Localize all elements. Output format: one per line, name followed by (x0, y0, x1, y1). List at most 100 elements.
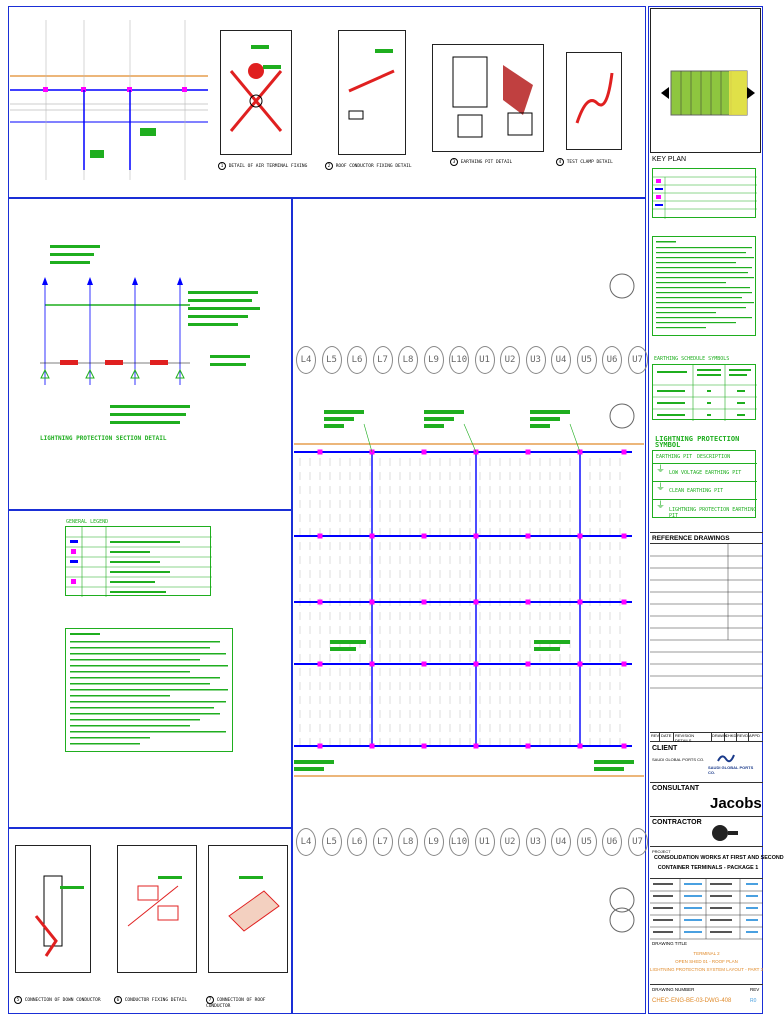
detail-title-4: TEST CLAMP DETAIL (566, 160, 613, 165)
grid-bottom-u7: U7 (627, 828, 648, 856)
legend-table: EARTHING PIT DESCRIPTION ⏚ LOW VOLTAGE E… (652, 450, 757, 519)
air-terminal-marker (577, 599, 583, 605)
approved-col: APPD (749, 733, 760, 738)
detail-box-conductor-fixing (117, 845, 197, 973)
detail-caption-4: 4 TEST CLAMP DETAIL (556, 158, 613, 166)
legend-notes-frame (8, 510, 292, 828)
detail-caption-5: 5 CONNECTION OF DOWN CONDUCTOR (14, 996, 114, 1004)
air-terminal-marker (473, 599, 479, 605)
air-terminal-marker (317, 533, 323, 539)
detail-box-earth-pit (432, 44, 544, 152)
air-terminal-marker (421, 743, 427, 749)
key-plan-box (650, 8, 761, 153)
air-terminal-marker (369, 599, 375, 605)
grid-top-u3: U3 (525, 346, 546, 374)
grid-top-l9: L9 (423, 346, 444, 374)
general-notes-lines (70, 633, 228, 745)
client-label: CLIENT (652, 745, 678, 752)
section-drawing (40, 245, 260, 424)
detail-caption-1: 1 DETAIL OF AIR TERMINAL FIXING (218, 162, 307, 170)
grid-top-l4: L4 (296, 346, 316, 374)
detail-num-1: 1 (218, 162, 226, 170)
legend-row-1: ⏚ LOW VOLTAGE EARTHING PIT (653, 463, 757, 481)
grid-bottom-l8: L8 (398, 828, 418, 856)
reference-drawings-label: REFERENCE DRAWINGS (652, 535, 730, 542)
air-terminal-marker (317, 661, 323, 667)
legend-row-3: ⏚ LIGHTNING PROTECTION EARTHING PIT (653, 499, 757, 519)
project-title-1: CONSOLIDATION WORKS AT FIRST AND SECOND (654, 855, 784, 861)
detail-num-2: 2 (325, 162, 333, 170)
earthing-schedule-title: EARTHING SCHEDULE SYMBOLS (654, 356, 730, 362)
detail-title-5: CONNECTION OF DOWN CONDUCTOR (24, 998, 101, 1003)
earthing-schedule-grid (653, 176, 757, 219)
grid-bottom-l6: L6 (347, 828, 367, 856)
air-terminal-marker (369, 533, 375, 539)
drawing-info-grid (650, 879, 763, 940)
client-block: CLIENT SAUDI GLOBAL PORTS CO. SAUDI GLOB… (650, 743, 763, 783)
earthing-schedule-box (652, 168, 757, 219)
earth-pit-drawing (452, 56, 533, 138)
client-name: SAUDI GLOBAL PORTS CO. (652, 757, 705, 762)
detail-box-roof-conductor (338, 30, 406, 155)
air-terminal-drawing (229, 45, 283, 132)
detail-caption-2: 2 ROOF CONDUCTOR FIXING DETAIL (325, 162, 412, 170)
drawing-sheet: 1 DETAIL OF AIR TERMINAL FIXING 2 ROOF C… (8, 6, 784, 1014)
grid-bottom-u1: U1 (474, 828, 495, 856)
drawing-rev-label: REV (750, 987, 760, 992)
detail-num-7: 7 (206, 996, 214, 1004)
air-terminal-marker (317, 599, 323, 605)
notes-lines-right (656, 241, 754, 329)
checked-col: CHKD (725, 733, 737, 741)
detail-caption-3: 3 EARTHING PIT DETAIL (450, 158, 512, 166)
top-strip-frame (8, 6, 646, 198)
grid-bottom-l4: L4 (296, 828, 316, 856)
air-terminal-marker (525, 449, 531, 455)
section-frame (8, 198, 292, 510)
air-terminal-marker (421, 661, 427, 667)
detail-box-roof-connection (208, 845, 288, 973)
grid-bottom-l10: L10 (449, 828, 469, 856)
general-notes-box (65, 628, 233, 752)
grid-bottom-u2: U2 (500, 828, 520, 856)
grid-top-u4: U4 (551, 346, 571, 374)
air-terminal-marker (577, 661, 583, 667)
grid-bottom-l9: L9 (423, 828, 444, 856)
air-terminal-marker (369, 743, 375, 749)
detail-title-6: CONDUCTOR FIXING DETAIL (124, 998, 188, 1003)
down-conductor-drawing (34, 875, 84, 957)
detail-title-1: DETAIL OF AIR TERMINAL FIXING (228, 164, 308, 169)
air-terminal-marker (621, 661, 627, 667)
detail-box-test-clamp (566, 52, 622, 150)
project-label: PROJECT (652, 849, 671, 854)
reference-drawings-header: REFERENCE DRAWINGS (650, 532, 763, 544)
title-block-frame (648, 6, 763, 1014)
general-legend-title: GENERAL LEGEND (66, 519, 109, 525)
reviewed-col: REVD (737, 733, 749, 741)
date-col: DATE (660, 733, 674, 741)
air-terminal-marker (473, 743, 479, 749)
client-logo-icon (717, 754, 735, 763)
drawing-title-block: DRAWING TITLE TERMINAL 2 OPEN SHED 01 - … (650, 939, 763, 985)
grid-top-u6: U6 (602, 346, 622, 374)
grid-top-l8: L8 (398, 346, 418, 374)
air-terminal-marker (621, 449, 627, 455)
detail-caption-6: 6 CONDUCTOR FIXING DETAIL (114, 996, 204, 1004)
air-terminal-marker (525, 599, 531, 605)
grid-top-u5: U5 (576, 346, 597, 374)
roof-conductor-drawing (348, 49, 395, 120)
project-block: PROJECT CONSOLIDATION WORKS AT FIRST AND… (650, 847, 784, 879)
detail-box-down-conductor (15, 845, 91, 973)
air-terminal-marker (473, 661, 479, 667)
drawing-number-label: DRAWING NUMBER (652, 987, 695, 992)
contractor-logo (712, 825, 738, 841)
drawing-title-line2: OPEN SHED 01 - ROOF PLAN (675, 959, 738, 964)
air-terminal-marker (577, 743, 583, 749)
main-plan-frame (292, 198, 646, 1014)
test-clamp-drawing (575, 72, 614, 124)
roof-connection-drawing (228, 876, 280, 932)
earthing-symbol-grid (653, 365, 757, 421)
drawn-col: DRAWN (712, 733, 727, 741)
air-terminal-marker (577, 533, 583, 539)
grid-bottom-u6: U6 (602, 828, 622, 856)
air-terminal-marker (369, 661, 375, 667)
